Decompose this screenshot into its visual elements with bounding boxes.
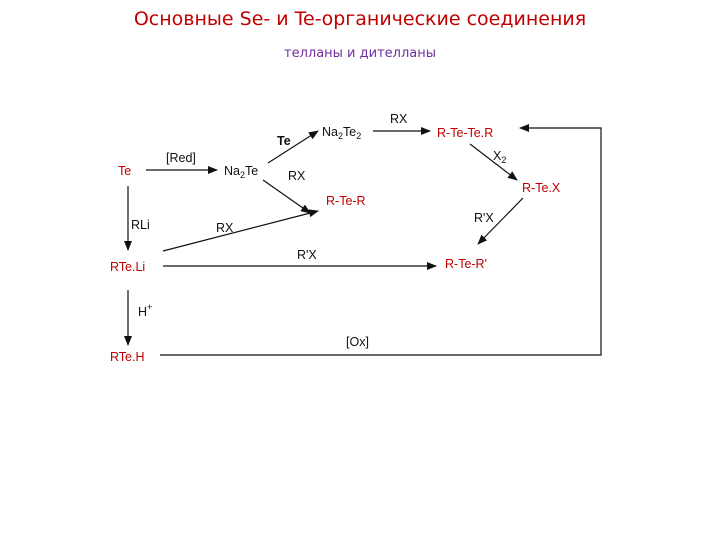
arrow-rtex-to-mixed xyxy=(477,197,524,245)
rli-reagent: RLi xyxy=(131,218,150,232)
telluride: R-Te-R xyxy=(326,194,366,208)
r-prime-x-right: R'X xyxy=(474,211,494,225)
na2te2: Na2Te2 xyxy=(322,125,361,141)
arrow-rteli-to-telluride xyxy=(162,209,319,252)
h-plus-reagent: H+ xyxy=(138,302,152,319)
slide-subtitle: телланы и дителланы xyxy=(284,46,436,61)
red-reagent: [Red] xyxy=(166,151,196,165)
rteli: RTe.Li xyxy=(110,260,145,274)
te-reagent: Te xyxy=(277,134,291,148)
ox-reagent: [Ox] xyxy=(346,335,369,349)
mixed-telluride: R-Te-R' xyxy=(445,257,487,271)
ditelluride: R-Te-Te.R xyxy=(437,126,493,140)
rx-low: RX xyxy=(216,221,234,235)
arrow-na2te-to-na2te2 xyxy=(267,130,319,164)
arrow-rteh-oxidation xyxy=(160,124,602,356)
x2-reagent: X2 xyxy=(493,149,506,165)
te-element: Te xyxy=(118,164,131,178)
rx-top: RX xyxy=(390,112,408,126)
slide-title: Основные Se- и Te-органические соединени… xyxy=(133,8,587,30)
arrow-ditelluride-to-rtex xyxy=(469,143,518,181)
r-prime-x-low: R'X xyxy=(297,248,317,262)
na2te: Na2Te xyxy=(224,164,258,180)
arrow-na2te-to-telluride xyxy=(262,179,311,214)
rx-mid: RX xyxy=(288,169,306,183)
rtex: R-Te.X xyxy=(522,181,561,195)
rteh: RTe.H xyxy=(110,350,145,364)
